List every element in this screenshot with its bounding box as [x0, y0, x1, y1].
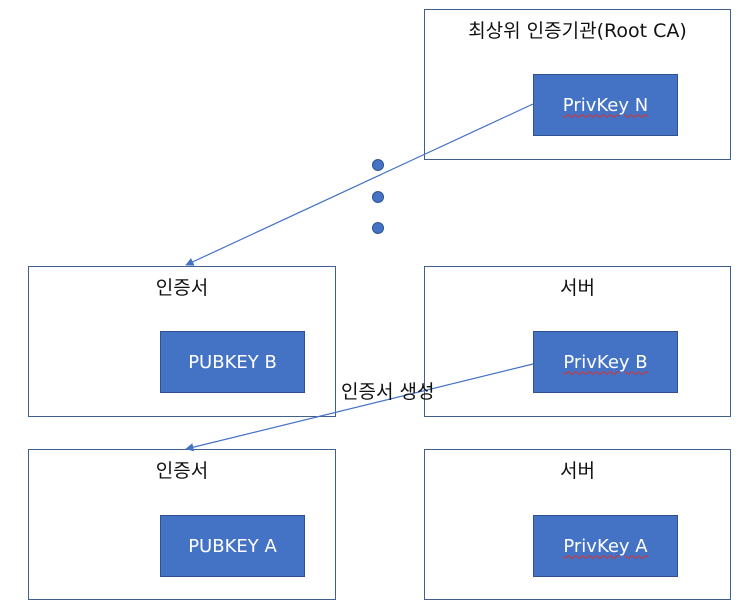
certificate-b-title: 인증서 — [155, 277, 209, 299]
server-a-privkey: PrivKey A — [533, 515, 678, 577]
certificate-a-title: 인증서 — [155, 460, 209, 482]
server-a-privkey-label: PrivKey A — [563, 535, 648, 557]
ellipsis-dot-3 — [372, 222, 384, 234]
create-certificate-label: 인증서 생성 — [341, 381, 435, 403]
ellipsis-dot-2 — [372, 191, 384, 203]
server-a-box: 서버 PrivKey A — [424, 449, 731, 600]
root-ca-privkey-label: PrivKey N — [562, 94, 649, 116]
server-b-title: 서버 — [560, 277, 595, 299]
root-ca-box: 최상위 인증기관(Root CA) PrivKey N — [424, 9, 731, 160]
certificate-a-pubkey: PUBKEY A — [160, 515, 305, 577]
root-ca-title: 최상위 인증기관(Root CA) — [468, 20, 687, 42]
certificate-a-box: 인증서 PUBKEY A — [28, 449, 336, 600]
server-b-privkey-label: PrivKey B — [563, 351, 648, 373]
certificate-b-box: 인증서 PUBKEY B — [28, 266, 336, 417]
certificate-b-pubkey: PUBKEY B — [160, 331, 305, 393]
ellipsis-dot-1 — [372, 159, 384, 171]
server-b-privkey: PrivKey B — [533, 331, 678, 393]
root-ca-privkey: PrivKey N — [533, 74, 678, 136]
server-b-box: 서버 PrivKey B — [424, 266, 731, 417]
server-a-title: 서버 — [560, 460, 595, 482]
